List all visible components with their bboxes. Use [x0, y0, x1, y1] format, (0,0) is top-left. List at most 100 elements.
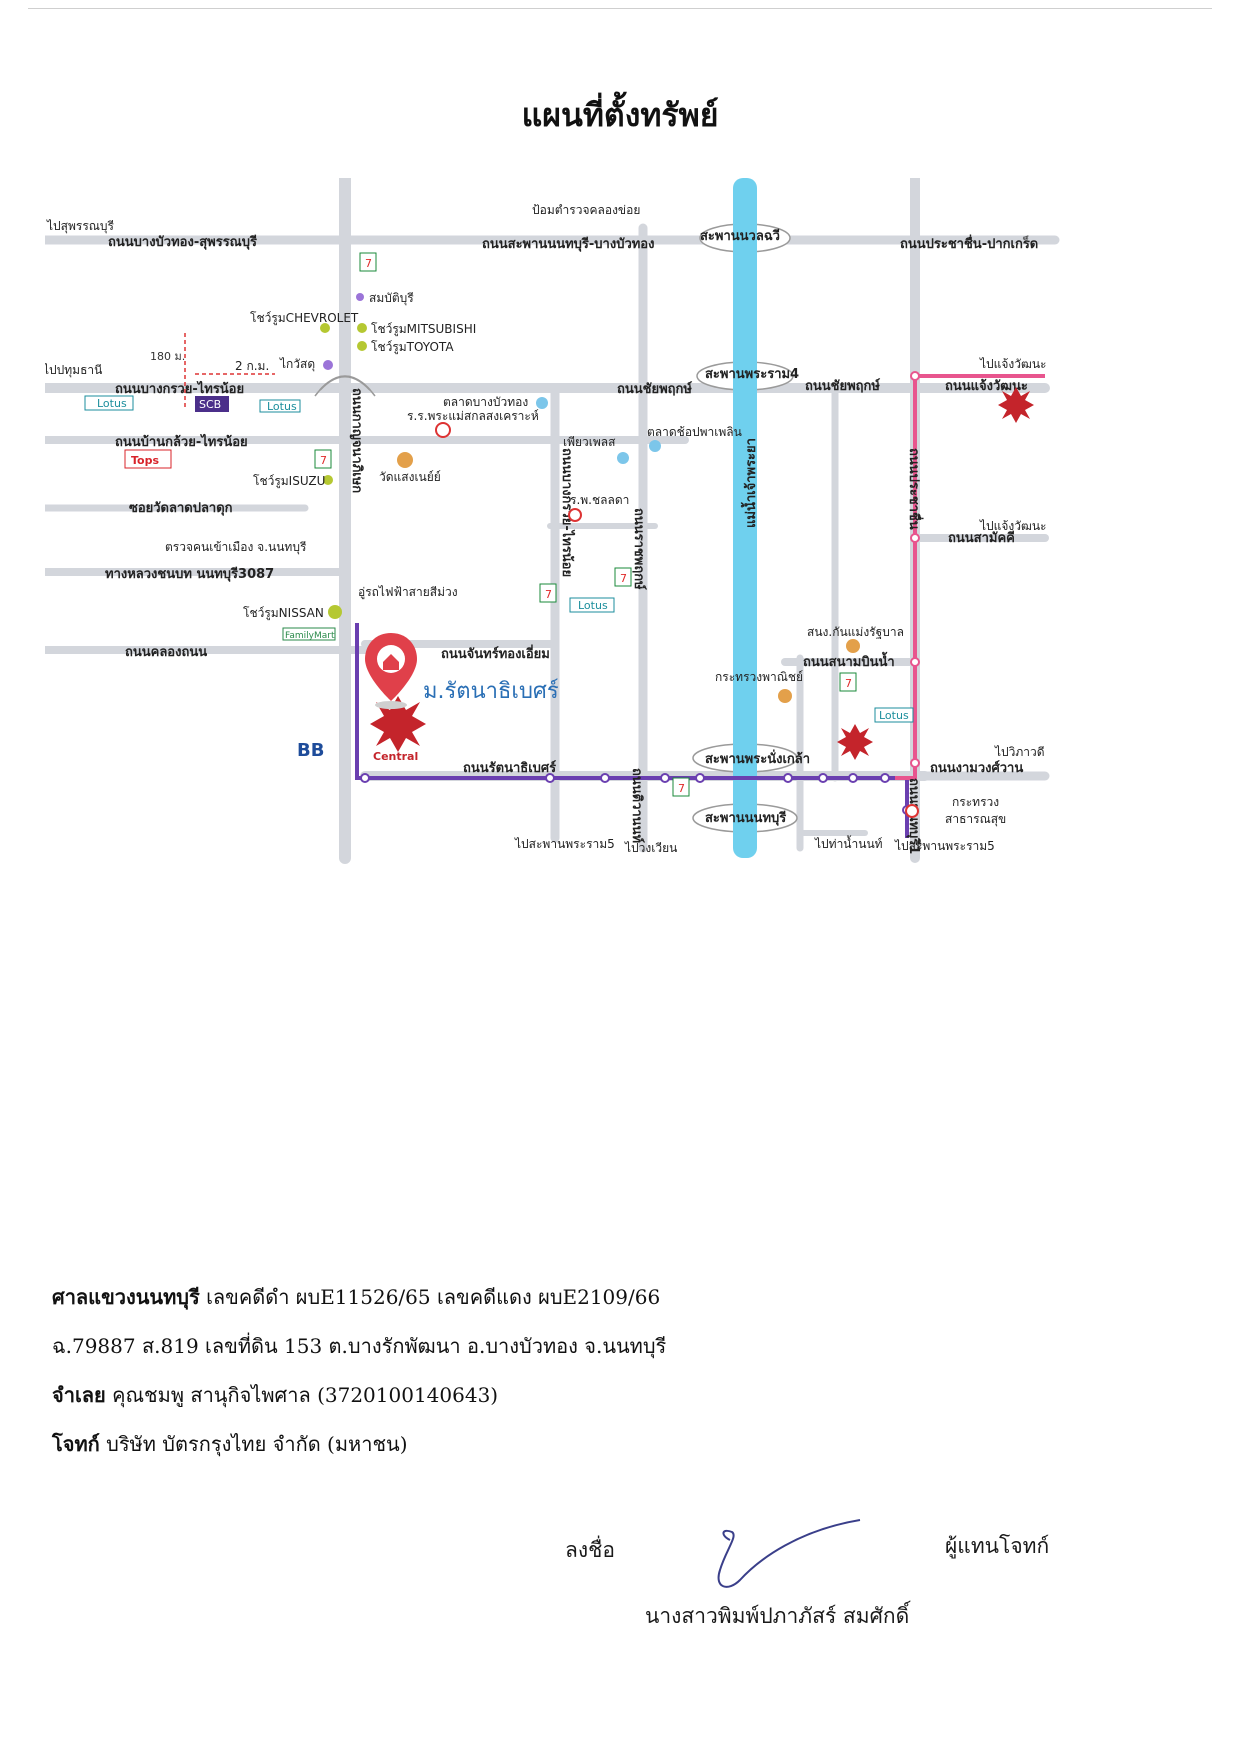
signer-role: ผู้แทนโจทก์: [945, 1534, 1050, 1558]
lotus-logo-3: [569, 597, 615, 613]
location-map: ถนนบางบัวทอง-สุพรรณบุรี ถนนสะพานนนทบุรี-…: [45, 178, 1165, 960]
dot-nissan: [328, 605, 342, 619]
label-road-ratchaphruek: ถนนราชพฤกษ์: [631, 508, 647, 590]
label-purple-line-depot: อู่รถไฟฟ้าสายสีม่วง: [358, 585, 458, 600]
label-lotus-3: Lotus: [578, 599, 608, 612]
seven-eleven-6: [672, 777, 690, 797]
label-bridge-rama4: สะพานพระราม4: [705, 367, 799, 382]
label-road-sanambinnam: ถนนสนามบินน้ำ: [803, 651, 895, 670]
label-road-samakkhi: ถนนสามัคคี: [948, 530, 1015, 546]
label-to-tha-nam-non: ไปท่าน้ำนนท์: [814, 835, 883, 851]
case-line-court: ศาลแขวงนนทบุรี เลขคดีดำ ผบE11526/65 เลขค…: [52, 1282, 1152, 1331]
label-talad-bangbuathong: ตลาดบางบัวทอง: [443, 395, 528, 409]
label-toyota: โชว์รูมTOYOTA: [371, 340, 454, 355]
property-label: ม.รัตนาธิเบศร์: [423, 679, 559, 704]
signer-name: นางสาวพิมพ์ปภาภัสร์ สมศักดิ์: [645, 1604, 910, 1628]
seven-eleven-2: [314, 449, 332, 469]
label-seven-5: 7: [845, 677, 852, 690]
label-chevrolet: โชว์รูมCHEVROLET: [250, 311, 359, 326]
label-road-tiwanon: ถนนติวานนท์: [629, 768, 645, 843]
label-lotus-2: Lotus: [267, 400, 297, 413]
deed-text: ฉ.79887 ส.819 เลขที่ดิน 153 ต.บางรักพัฒน…: [52, 1334, 667, 1358]
seven-eleven-5: [839, 672, 857, 692]
handwritten-signature-icon: [717, 1519, 861, 1588]
dot-budget-office: [846, 639, 860, 653]
label-tops: Tops: [131, 454, 159, 467]
label-hospital-chonlada: ร.พ.ชลลดา: [570, 493, 629, 507]
hospital-icon: [568, 508, 582, 522]
river-chaophraya: [733, 178, 757, 858]
label-dist-180m: 180 ม.: [150, 350, 185, 363]
label-bb: BB: [297, 740, 324, 761]
tops-logo: [124, 449, 172, 469]
label-mitsubishi: โชว์รูมMITSUBISHI: [371, 322, 476, 337]
signature-block: ลงชื่อ ผู้แทนโจทก์ นางสาวพิมพ์ปภาภัสร์ ส…: [0, 1510, 1240, 1650]
interchange-arc-2: [314, 375, 376, 397]
lotus-logo-4: [874, 707, 914, 723]
label-lotus-4: Lotus: [879, 709, 909, 722]
label-bridge-nangklao: สะพานพระนั่งเกล้า: [705, 749, 810, 767]
label-school: ร.ร.พระแม่สกลสงเคราะห์: [407, 409, 539, 423]
label-piyaplace: เพียวเพลส: [563, 435, 616, 449]
scb-logo: [195, 396, 229, 412]
label-immigration: ตรวจคนเข้าเมือง จ.นนทบุรี: [165, 540, 307, 555]
dot-kaewsadu: [323, 360, 333, 370]
label-kaewsadu: ไกวัสดุ: [279, 357, 315, 372]
dot-toyota: [357, 341, 367, 351]
label-to-wongwian: ไปวงเวียน: [624, 841, 677, 855]
dot-mitsubishi: [357, 323, 367, 333]
road-network: [45, 178, 1060, 864]
label-budget-office: สนง.กันแม่งรัฐบาล: [807, 625, 904, 639]
map-svg: ถนนบางบัวทอง-สุพรรณบุรี ถนนสะพานนนทบุรี-…: [45, 178, 1060, 864]
label-road-watladpladuk: ซอยวัดลาดปลาดุก: [129, 501, 233, 516]
school-logo: [435, 422, 451, 438]
dot-wat-laengnoi: [397, 452, 413, 468]
label-central-main: Central: [373, 750, 418, 763]
label-police: ป้อมตำรวจคลองข่อย: [532, 203, 640, 217]
seven-eleven-3: [539, 583, 557, 603]
familymart-logo: [282, 627, 336, 641]
label-road-khlongthanon: ถนนคลองถนน: [125, 645, 207, 660]
dot-sombatburi: [356, 293, 364, 301]
label-wat-laengnoi: วัดแสงเนย์ย์: [379, 470, 441, 484]
label-road-bangkruai: ถนนบางกรวย-ไทรน้อย: [115, 380, 244, 397]
document-title: แผนที่ตั้งทรัพย์: [521, 96, 719, 134]
defendant-value: คุณชมพู สานุกิจไพศาล (3720100140643): [105, 1383, 499, 1407]
label-road-prachachuen: ถนนประชาชื่น-ปากเกร็ด: [900, 234, 1038, 252]
label-road-3087: ทางหลวงชนบท นนทบุรี3087: [105, 566, 274, 582]
dot-chevrolet: [320, 323, 330, 333]
label-bridge-nonthaburi: สะพานนนทบุรี: [705, 810, 786, 826]
label-isuzu: โชว์รูมISUZU: [253, 474, 325, 489]
property-pin: [365, 633, 417, 709]
dot-isuzu: [323, 475, 333, 485]
case-line-deed: ฉ.79887 ส.819 เลขที่ดิน 153 ต.บางรักพัฒน…: [52, 1331, 1152, 1380]
sign-label: ลงชื่อ: [565, 1538, 615, 1562]
label-road-chaengwattana: ถนนแจ้งวัฒนะ: [945, 378, 1028, 394]
label-familymart: FamilyMart: [285, 631, 335, 641]
central-logo-3: [837, 724, 873, 760]
label-bridge-nuanchawi: สะพานนวลฉวี: [700, 228, 780, 244]
plaintiff-value: บริษัท บัตรกรุงไทย จำกัด (มหาชน): [99, 1432, 408, 1456]
hospital-icon-2: [905, 804, 919, 818]
central-logo-2: [998, 387, 1034, 423]
case-info: ศาลแขวงนนทบุรี เลขคดีดำ ผบE11526/65 เลขค…: [52, 1282, 1152, 1478]
label-to-chaengwattana-1: ไปแจ้งวัฒนะ: [979, 357, 1047, 371]
lotus-logo-2: [259, 399, 301, 413]
label-to-pathumthani: ไปปทุมธานี: [45, 363, 102, 378]
label-seven-3: 7: [545, 588, 552, 601]
label-sombatburi: สมบัติบุรี: [369, 291, 414, 306]
label-nissan: โชว์รูมNISSAN: [243, 606, 324, 621]
label-road-bangbuathong: ถนนบางบัวทอง-สุพรรณบุรี: [108, 234, 257, 250]
label-to-suphanburi: ไปสุพรรณบุรี: [46, 219, 115, 234]
defendant-label: จำเลย: [52, 1383, 106, 1407]
label-public-health-2: สาธารณสุข: [945, 812, 1006, 827]
label-road-ngamwongwan: ถนนงามวงศ์วาน: [930, 760, 1023, 776]
label-road-sapan-nonthaburi: ถนนสะพานนนทบุรี-บางบัวทอง: [482, 236, 654, 252]
dot-commerce: [778, 689, 792, 703]
label-commerce: กระทรวงพาณิชย์: [715, 670, 803, 684]
label-dist-2km: 2 ก.ม.: [235, 359, 269, 373]
court-label: ศาลแขวงนนทบุรี: [52, 1285, 200, 1309]
label-scb: SCB: [199, 398, 221, 411]
label-road-kanchanaphisek: ถนนกาญจนาภิเษก: [349, 388, 364, 493]
label-seven-2: 7: [320, 454, 327, 467]
